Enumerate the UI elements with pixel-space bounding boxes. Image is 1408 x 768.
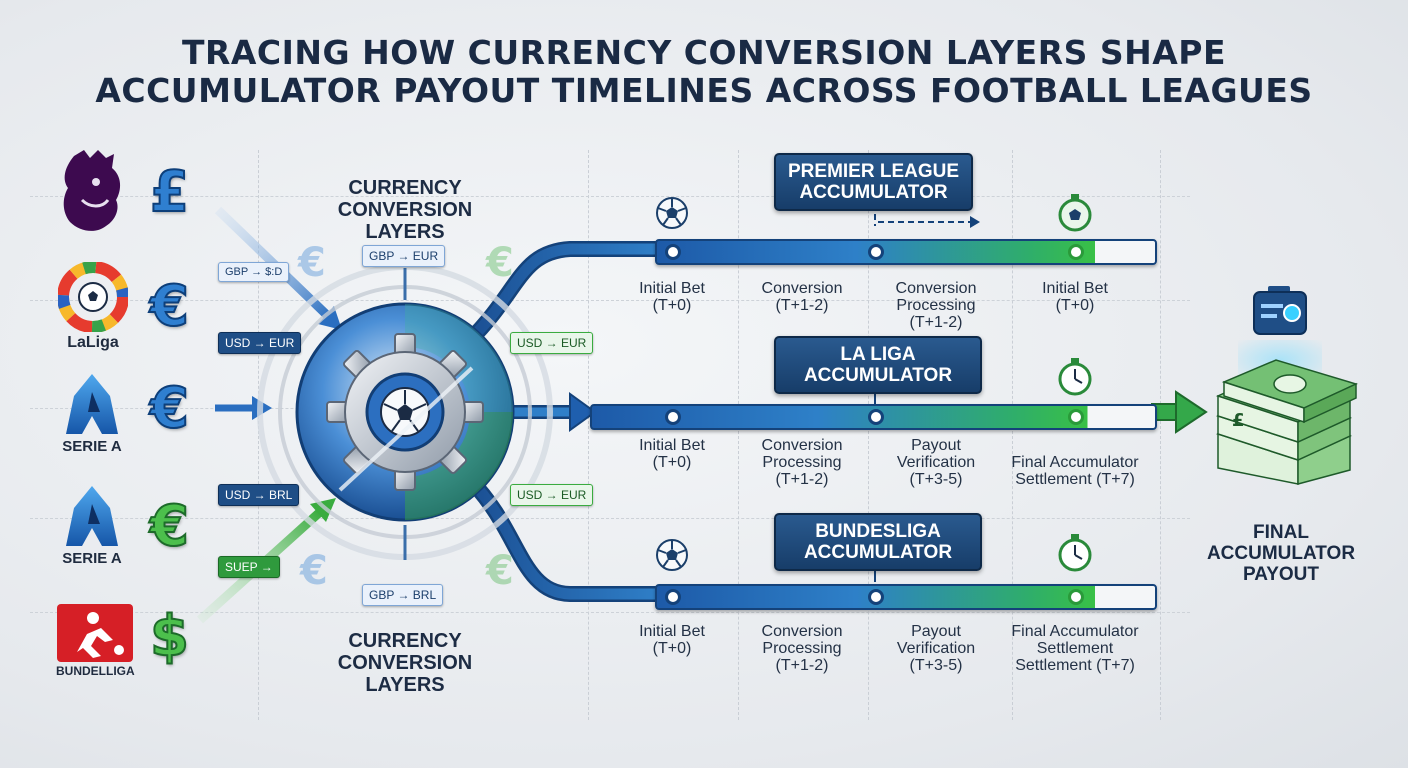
euro-watermark-icon: € (486, 240, 514, 286)
stage-label: Payout Verification (T+3-5) (896, 623, 976, 674)
timeline-node (868, 409, 884, 425)
timeline-node (1068, 589, 1084, 605)
timeline-node (868, 589, 884, 605)
conversion-hub (295, 302, 515, 522)
tag-usd-to-eur-right-bottom: USD → EUR (510, 484, 594, 506)
euro-watermark-icon: € (300, 548, 328, 594)
football-icon (380, 387, 430, 437)
svg-text:£: £ (1232, 410, 1245, 431)
premier-league-lion-icon (63, 150, 121, 231)
timeline-node (665, 244, 681, 260)
title-line-1: TRACING HOW CURRENCY CONVERSION LAYERS S… (181, 33, 1227, 72)
cash-stack-icon: £ (1215, 359, 1358, 485)
stage-label: Conversion Processing (T+1-2) (895, 280, 977, 331)
accumulator-title-la-liga: LA LIGA ACCUMULATOR (774, 336, 982, 394)
bundesliga-logo-icon (57, 604, 134, 662)
stage-label: Initial Bet (T+0) (639, 280, 705, 314)
final-arrow (1151, 390, 1208, 434)
layer-label-bottom: CURRENCY CONVERSION LAYERS (337, 630, 473, 696)
euro-watermark-icon: € (486, 548, 514, 594)
league-logo-serie-a-2: SERIE A (60, 484, 124, 567)
football-icon (656, 197, 688, 229)
tag-gbp-to-sd: GBP → $:D (218, 262, 290, 282)
currency-symbol-usd: $ (149, 603, 190, 670)
stage-label: Conversion (T+1-2) (761, 280, 843, 314)
league-name-laliga: LaLiga (67, 334, 119, 351)
layer-label-top: CURRENCY CONVERSION LAYERS (337, 177, 473, 243)
timeline-node (1068, 244, 1084, 260)
timeline-node (1068, 409, 1084, 425)
tag-suep: SUEP → (218, 556, 280, 578)
laliga-logo-icon (58, 262, 128, 332)
currency-symbol-eur-2: € (149, 375, 190, 442)
league-name-bundesliga: BUNDELLIGA (56, 664, 135, 678)
stage-label: Initial Bet (T+0) (1042, 280, 1108, 314)
tag-gbp-to-brl: GBP → BRL (362, 584, 444, 606)
stage-label: Initial Bet (T+0) (639, 437, 705, 471)
serie-a-logo-icon (66, 486, 118, 546)
euro-watermark-icon: € (298, 240, 326, 286)
stage-label: Payout Verification (T+3-5) (896, 437, 976, 488)
stopwatch-icon (1058, 534, 1092, 572)
payment-terminal-icon (1253, 286, 1307, 335)
currency-symbol-gbp: £ (149, 159, 190, 226)
accumulator-title-premier-league: PREMIER LEAGUE ACCUMULATOR (774, 153, 974, 211)
league-logo-premier-league (56, 150, 126, 236)
league-logo-bundesliga: BUNDELLIGA (56, 604, 135, 678)
currency-symbol-eur-3: € (149, 493, 190, 560)
stage-label: Conversion Processing (T+1-2) (761, 437, 843, 488)
league-logo-serie-a-1: SERIE A (60, 372, 124, 455)
title-line-2: ACCUMULATOR PAYOUT TIMELINES ACROSS FOOT… (95, 71, 1313, 110)
tag-usd-to-brl: USD → BRL (218, 484, 300, 506)
stage-label: Final Accumulator Settlement (T+7) (1011, 454, 1139, 488)
timeline-node (665, 589, 681, 605)
stopwatch-icon (1058, 358, 1092, 396)
serie-a-logo-icon (66, 374, 118, 434)
tag-gbp-to-eur: GBP → EUR (362, 245, 446, 267)
tag-usd-to-eur-right-top: USD → EUR (510, 332, 594, 354)
stage-label: Final Accumulator Settlement Settlement … (1011, 623, 1139, 674)
tag-usd-to-eur-left: USD → EUR (218, 332, 302, 354)
league-name-serie-a-2: SERIE A (62, 550, 122, 567)
currency-symbol-eur-1: € (149, 273, 190, 340)
stage-label: Conversion Processing (T+1-2) (761, 623, 843, 674)
gear-icon (326, 333, 484, 491)
league-name-serie-a-1: SERIE A (62, 438, 122, 455)
final-payout-label: FINAL ACCUMULATOR PAYOUT (1206, 522, 1356, 585)
stage-label: Initial Bet (T+0) (639, 623, 705, 657)
accumulator-title-bundesliga: BUNDESLIGA ACCUMULATOR (774, 513, 982, 571)
stopwatch-football-icon (1058, 194, 1092, 232)
football-icon (656, 539, 688, 571)
timeline-node (665, 409, 681, 425)
league-logo-laliga: LaLiga (58, 262, 128, 352)
timeline-node (868, 244, 884, 260)
